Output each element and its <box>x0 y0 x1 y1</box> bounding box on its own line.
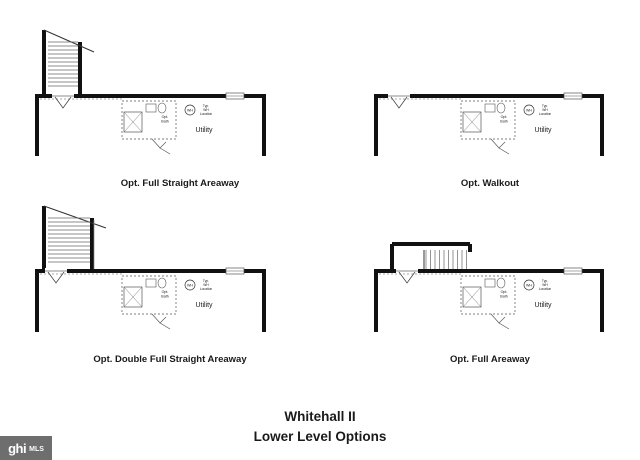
bath-door <box>490 313 506 324</box>
bath-label: Opt. <box>162 290 169 294</box>
water-heater-label: WH <box>187 108 193 112</box>
watermark-logo-text: ghi <box>8 440 27 456</box>
shower-cross <box>123 286 143 308</box>
bath-outline <box>460 275 516 315</box>
shower-cross <box>462 111 482 133</box>
toilet <box>496 277 506 289</box>
sink <box>145 103 157 113</box>
water-heater-icon <box>523 104 535 116</box>
water-heater-note: Typ. <box>203 104 209 108</box>
shower <box>123 286 143 308</box>
water-heater-note: Location <box>539 287 552 291</box>
bath-outline <box>460 100 516 140</box>
stair-top-edge <box>43 29 95 53</box>
water-heater-note: Typ. <box>203 279 209 283</box>
document-title: Whitehall II <box>284 409 356 424</box>
stair-top-edge <box>43 205 107 229</box>
door-swing <box>47 271 65 284</box>
bath-door <box>151 313 167 324</box>
caption-walkout: Opt. Walkout <box>460 178 520 189</box>
door-swing <box>54 96 72 109</box>
room-label-utility: Utility <box>195 127 213 134</box>
bath-door-leaf <box>498 147 510 155</box>
room-label-utility: Utility <box>534 127 552 134</box>
bath-door-leaf <box>159 322 171 330</box>
bath-door-leaf <box>498 322 510 330</box>
water-heater-note: WH <box>542 283 548 287</box>
water-heater-icon <box>523 279 535 291</box>
sink <box>484 278 496 288</box>
water-heater-icon <box>184 279 196 291</box>
door-swing <box>390 96 408 109</box>
water-heater-note: Location <box>200 287 213 291</box>
bath-label: Bath <box>500 295 507 299</box>
toilet <box>496 102 506 114</box>
bath-label: Bath <box>500 120 507 124</box>
water-heater-note: Location <box>200 112 213 116</box>
water-heater-note: Typ. <box>542 104 548 108</box>
room-label-utility: Utility <box>195 302 213 309</box>
toilet <box>157 277 167 289</box>
water-heater-label: WH <box>526 108 532 112</box>
document-subtitle: Lower Level Options <box>253 429 387 444</box>
bath-label: Opt. <box>501 290 508 294</box>
sink <box>484 103 496 113</box>
shower-cross <box>123 111 143 133</box>
water-heater-note: WH <box>542 108 548 112</box>
caption-full-areaway: Opt. Full Areaway <box>450 354 530 365</box>
shower <box>123 111 143 133</box>
water-heater-label: WH <box>187 283 193 287</box>
water-heater-note: WH <box>203 283 209 287</box>
bath-door-leaf <box>159 147 171 155</box>
bath-door <box>151 138 167 149</box>
shower <box>462 286 482 308</box>
mls-watermark: ghi MLS <box>0 436 52 460</box>
sink <box>145 278 157 288</box>
bath-outline <box>121 275 177 315</box>
water-heater-note: Typ. <box>542 279 548 283</box>
caption-full-straight-areaway: Opt. Full Straight Areaway <box>120 178 240 189</box>
caption-double-full-straight-areaway: Opt. Double Full Straight Areaway <box>93 354 247 365</box>
room-label-utility: Utility <box>534 302 552 309</box>
bath-label: Opt. <box>162 115 169 119</box>
shower <box>462 111 482 133</box>
bath-outline <box>121 100 177 140</box>
shower-cross <box>462 286 482 308</box>
door-swing <box>398 271 416 284</box>
watermark-sub-text: MLS <box>29 445 44 453</box>
toilet <box>157 102 167 114</box>
water-heater-note: WH <box>203 108 209 112</box>
bath-label: Bath <box>161 120 168 124</box>
bath-label: Opt. <box>501 115 508 119</box>
bath-label: Bath <box>161 295 168 299</box>
water-heater-note: Location <box>539 112 552 116</box>
bath-door <box>490 138 506 149</box>
water-heater-icon <box>184 104 196 116</box>
water-heater-label: WH <box>526 283 532 287</box>
